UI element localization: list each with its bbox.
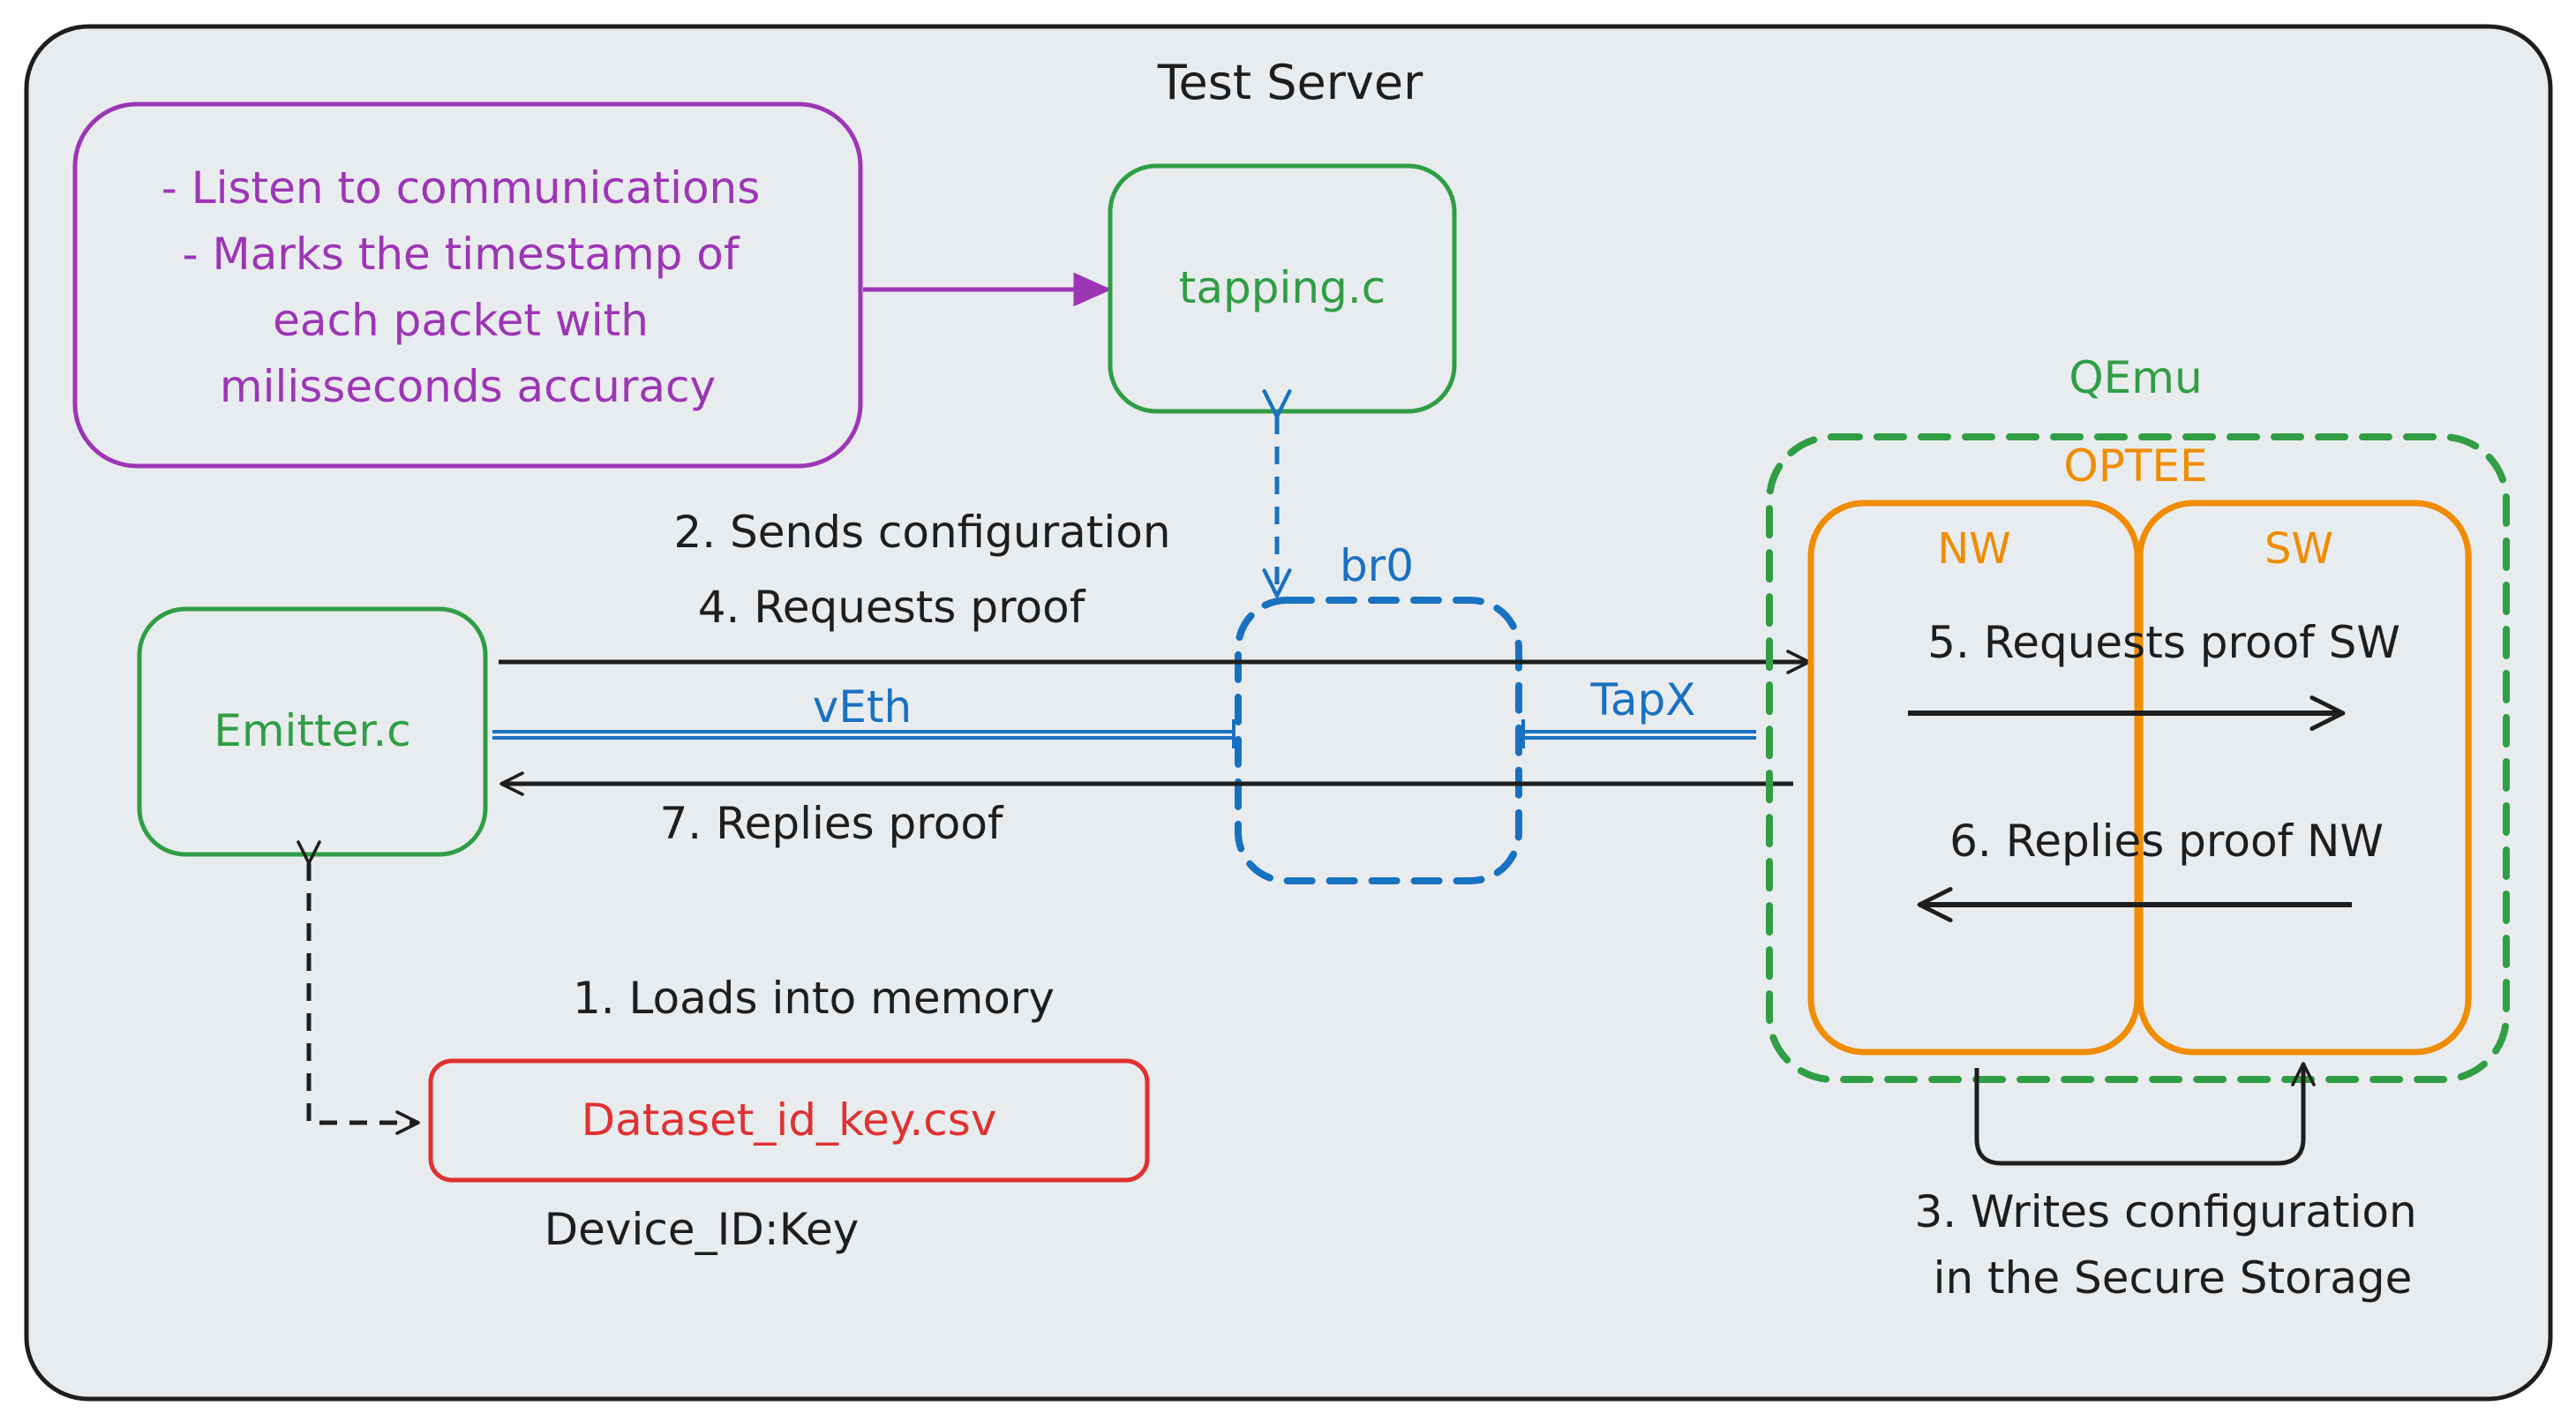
step-5-label: 5. Requests proof SW xyxy=(1927,617,2400,668)
step-7-label: 7. Replies proof xyxy=(659,798,1003,849)
dataset-label: Dataset_id_key.csv xyxy=(582,1094,997,1146)
veth-link xyxy=(492,730,1234,740)
step-3-line: 3. Writes configuration xyxy=(1914,1186,2416,1237)
step-3-line: in the Secure Storage xyxy=(1934,1252,2413,1304)
optee-label: OPTEE xyxy=(2063,440,2207,492)
tapping-label: tapping.c xyxy=(1179,262,1386,313)
qemu-container xyxy=(1766,433,2510,1083)
tapping-note-line: each packet with xyxy=(273,295,649,346)
step-6-label: 6. Replies proof NW xyxy=(1949,816,2384,867)
sw-box xyxy=(2137,500,2472,1056)
tapx-link xyxy=(1523,730,1756,740)
br0-bridge xyxy=(1235,597,1522,884)
tapping-note-line: milisseconds accuracy xyxy=(220,361,716,412)
test-server-container xyxy=(24,24,2553,1402)
dataset-node xyxy=(428,1058,1150,1183)
secure-storage-arrow xyxy=(1974,1062,2316,1166)
test-server-title: Test Server xyxy=(1157,55,1423,110)
tapx-label: TapX xyxy=(1590,674,1696,726)
sw-label: SW xyxy=(2264,524,2333,574)
emitter-dataset-link xyxy=(297,840,420,1135)
tapping-note-text: - Listen to communications - Marks the t… xyxy=(161,162,774,412)
step-2-label: 2. Sends configuration xyxy=(673,507,1170,558)
step-4-label: 4. Requests proof xyxy=(698,582,1086,633)
step-1-label: 1. Loads into memory xyxy=(573,973,1055,1024)
tapping-note-line: - Marks the timestamp of xyxy=(183,229,740,280)
veth-label: vEth xyxy=(813,681,912,733)
step-3-label: 3. Writes configuration in the Secure St… xyxy=(1914,1186,2430,1304)
br0-label: br0 xyxy=(1340,540,1414,591)
dataset-caption: Device_ID:Key xyxy=(544,1204,860,1255)
tapping-note-box xyxy=(72,102,863,469)
tapping-note-line: - Listen to communications xyxy=(161,162,761,214)
nw-label: NW xyxy=(1937,524,2010,574)
emitter-label: Emitter.c xyxy=(214,705,411,756)
qemu-label: QEmu xyxy=(2069,352,2202,403)
